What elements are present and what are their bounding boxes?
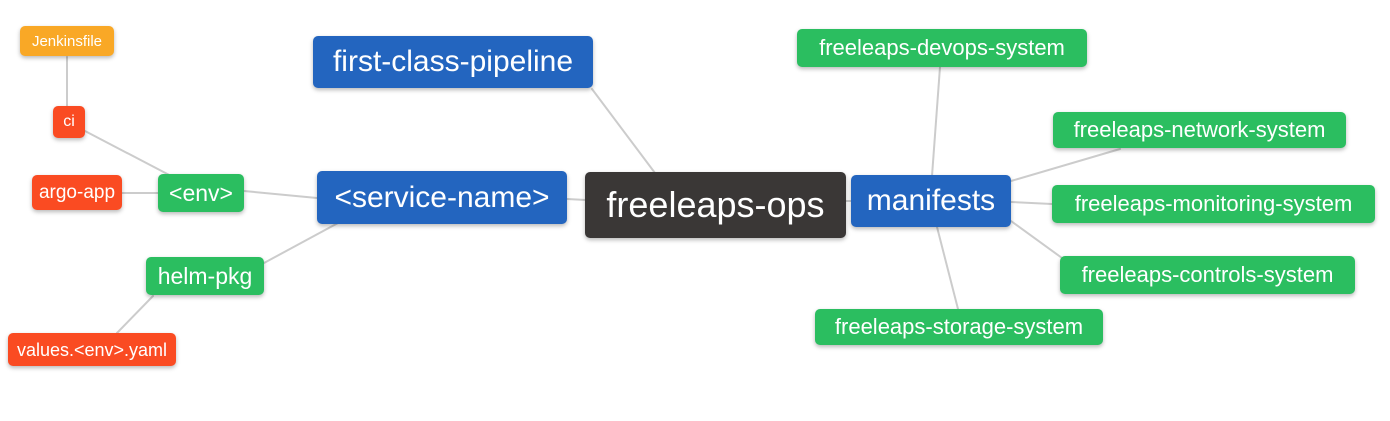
node-values-env-yaml[interactable]: values.<env>.yaml: [8, 333, 176, 366]
node-freeleaps-network-system[interactable]: freeleaps-network-system: [1053, 112, 1346, 148]
node-ci[interactable]: ci: [53, 106, 85, 138]
node-manifests[interactable]: manifests: [851, 175, 1011, 227]
node-service-name[interactable]: <service-name>: [317, 171, 567, 224]
node-freeleaps-ops-root[interactable]: freeleaps-ops: [585, 172, 846, 238]
node-env[interactable]: <env>: [158, 174, 244, 212]
node-first-class-pipeline[interactable]: first-class-pipeline: [313, 36, 593, 88]
node-freeleaps-controls-system[interactable]: freeleaps-controls-system: [1060, 256, 1355, 294]
node-freeleaps-monitoring-system[interactable]: freeleaps-monitoring-system: [1052, 185, 1375, 223]
node-freeleaps-devops-system[interactable]: freeleaps-devops-system: [797, 29, 1087, 67]
node-argo-app[interactable]: argo-app: [32, 175, 122, 210]
node-jenkinsfile[interactable]: Jenkinsfile: [20, 26, 114, 56]
node-freeleaps-storage-system[interactable]: freeleaps-storage-system: [815, 309, 1103, 345]
node-helm-pkg[interactable]: helm-pkg: [146, 257, 264, 295]
